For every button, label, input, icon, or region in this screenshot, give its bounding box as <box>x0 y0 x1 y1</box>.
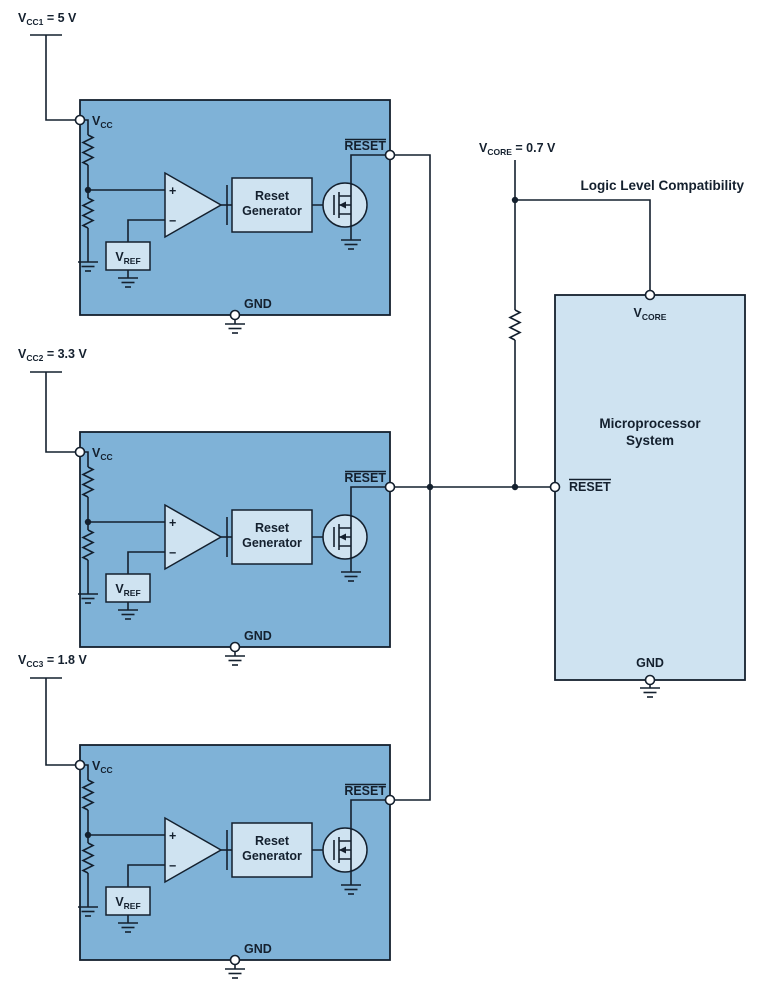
supply-vcc2: VCC2 = 3.3 V <box>18 347 87 453</box>
micro-gnd-pin-label: GND <box>636 656 664 670</box>
reset-bus <box>394 154 551 801</box>
micro-title-line1: Microprocessor <box>599 416 701 431</box>
micro-title-line2: System <box>626 433 674 448</box>
supply-vcc3: VCC3 = 1.8 V <box>18 653 87 766</box>
supervisor-block-2 <box>76 432 395 665</box>
micro-vcore-pin-label: VCORE <box>634 306 667 322</box>
micro-reset-pin <box>549 481 561 493</box>
vcc1-wire <box>45 35 76 121</box>
vcc1-label: VCC1 = 5 V <box>18 11 77 27</box>
reset-bus-wire <box>394 154 431 801</box>
pullup-resistor <box>509 309 521 341</box>
micro-ground <box>639 687 661 698</box>
micro-gnd-pin <box>644 674 656 686</box>
micro-reset-pin-label: RESET <box>569 480 611 494</box>
vcc2-label: VCC2 = 3.3 V <box>18 347 87 363</box>
logic-level-label: Logic Level Compatibility <box>580 178 744 193</box>
vcore-pullup: VCORE = 0.7 V Logic Level Compatibility <box>479 141 744 487</box>
bus-junction-dot <box>426 483 434 491</box>
micro-vcore-pin <box>644 289 656 301</box>
vcc2-wire <box>45 372 76 453</box>
supervisor-block-1 <box>76 100 395 333</box>
vcc3-wire <box>45 678 76 766</box>
vcore-supply-label: VCORE = 0.7 V <box>479 141 556 157</box>
supply-vcc1: VCC1 = 5 V <box>18 11 77 121</box>
supervisor-block-3 <box>76 745 395 978</box>
vcore-branch-wire <box>515 199 651 291</box>
microprocessor-system: VCORE Microprocessor System RESET GND <box>549 289 746 698</box>
vcc3-label: VCC3 = 1.8 V <box>18 653 87 669</box>
